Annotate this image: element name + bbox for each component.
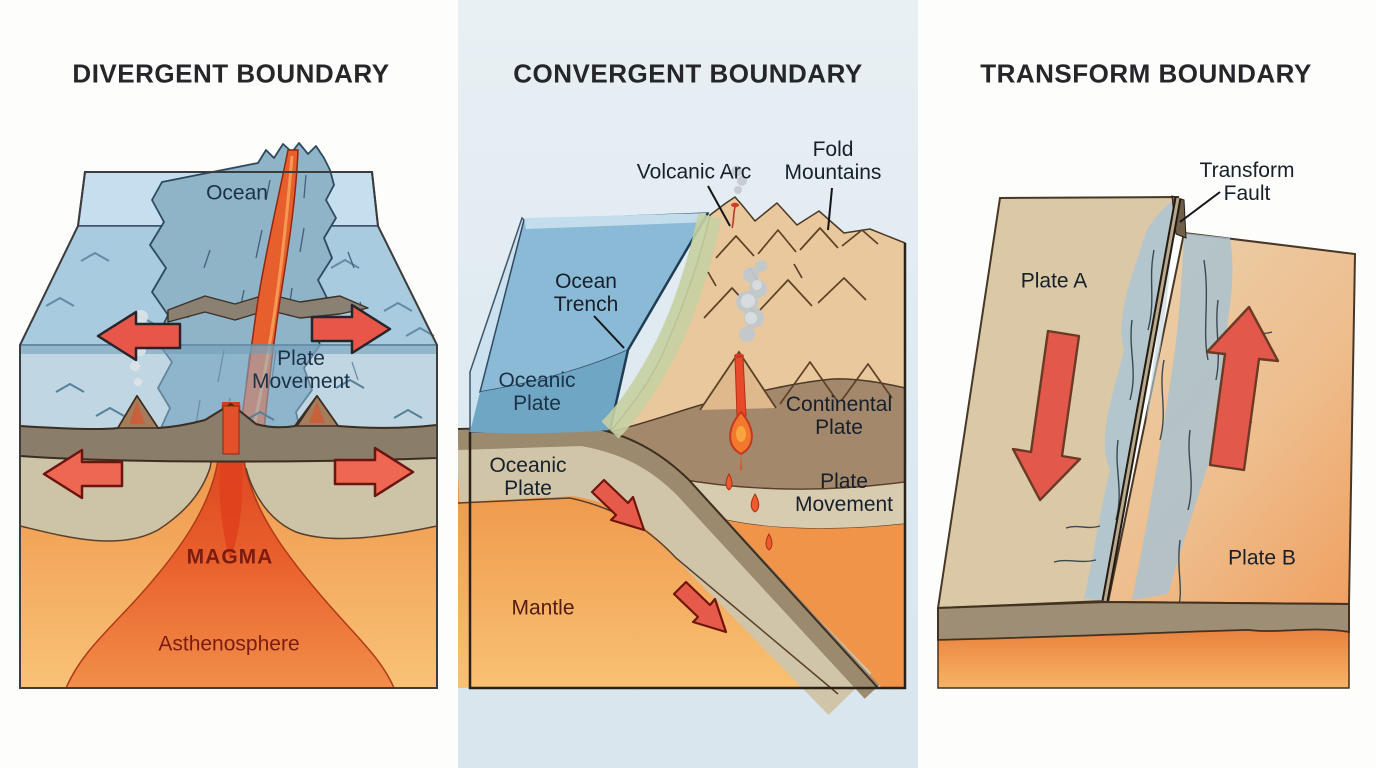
transform-title: TRANSFORM BOUNDARY: [980, 58, 1312, 89]
lava-conduit: [734, 356, 747, 417]
ocean-label: Ocean: [206, 181, 268, 205]
magma-droplets: [725, 472, 773, 551]
magma-label: MAGMA: [186, 545, 274, 569]
seafloor-crust: [19, 394, 438, 463]
plate-arrow-left-upper: [96, 310, 182, 362]
continental-plate-label: Continental Plate: [785, 392, 893, 439]
plate-a-label: Plate A: [1020, 269, 1088, 293]
plate-b-arrow-up: [1205, 305, 1280, 472]
ocean-trench-leader: [593, 315, 625, 349]
transform-fault-label: Transform Fault: [1199, 158, 1295, 205]
volcanic-arc-label: Volcanic Arc: [636, 160, 752, 184]
convergent-illustration: [458, 165, 907, 715]
volcano: [699, 350, 777, 551]
oceanic-plate-upper-label: Oceanic Plate: [498, 368, 576, 415]
block-outline: [19, 171, 438, 689]
plate-arrow-right-lower: [333, 446, 415, 498]
mantle-label: Mantle: [511, 596, 575, 620]
subducting-slab: [458, 424, 880, 715]
transform-panel: [918, 0, 1376, 768]
divergent-title: DIVERGENT BOUNDARY: [72, 58, 390, 89]
plate-arrow-left-lower: [42, 448, 124, 500]
volcanic-arc-leader: [707, 185, 731, 227]
transform-fault-leader: [1179, 191, 1221, 223]
arc-volcano: [731, 165, 747, 229]
fold-mountains-leader: [827, 187, 833, 231]
divergent-arrows: [42, 303, 415, 500]
plate-a-arrow-down: [1011, 329, 1082, 502]
convergent-title: CONVERGENT BOUNDARY: [513, 58, 863, 89]
ocean-trench-label: Ocean Trench: [553, 269, 619, 316]
fault-zone-shading: [1053, 198, 1273, 609]
plate-movement-label-convergent: Plate Movement: [794, 469, 894, 516]
oceanic-plate-lower-label: Oceanic Plate: [489, 453, 567, 500]
arc-volcano-smoke: [731, 165, 747, 194]
rift-feeder: [222, 405, 240, 455]
transform-illustration: [936, 191, 1357, 689]
transform-fault-line: [1094, 195, 1187, 641]
fold-mountains-label: Fold Mountains: [784, 137, 882, 184]
divergent-panel: [0, 0, 458, 768]
volcano-smoke: [736, 260, 767, 342]
plate-arrow-right-upper: [310, 303, 392, 355]
front-water-ripples: [55, 378, 423, 421]
subduction-arrows: [590, 478, 728, 634]
plate-b-label: Plate B: [1228, 546, 1296, 570]
convergent-panel: [458, 0, 918, 768]
asthenosphere-label: Asthenosphere: [158, 632, 300, 656]
transform-arrows: [1011, 305, 1280, 502]
plate-movement-label-divergent: Plate Movement: [251, 346, 351, 393]
continental-surface: [601, 165, 906, 551]
divergent-illustration: [18, 142, 439, 689]
front-face-mantle-band: [937, 628, 1350, 689]
subduction-arrow-upper: [590, 478, 646, 532]
ocean-trench-crease: [608, 212, 710, 431]
ocean-block: [469, 212, 710, 434]
ocean-front-band: [470, 350, 628, 434]
leader-lines: [593, 185, 833, 349]
subduction-arrow-lower: [672, 580, 728, 634]
